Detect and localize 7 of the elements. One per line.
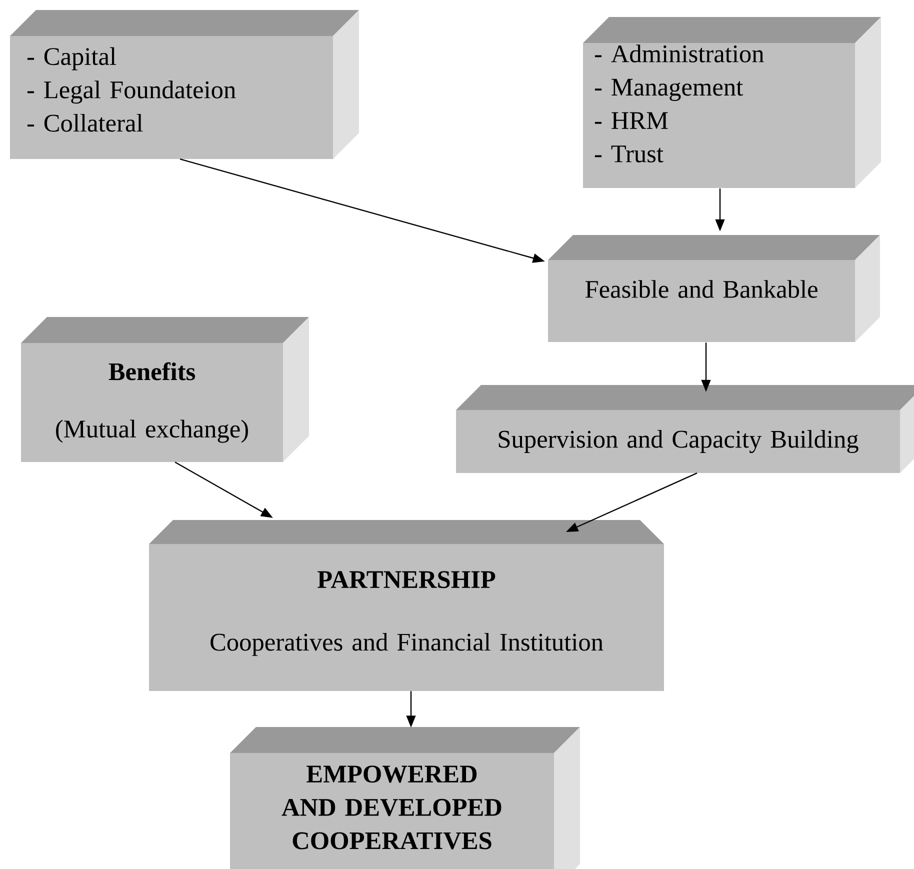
box: Supervision and Capacity Building bbox=[456, 385, 914, 473]
box: - Capital - Legal Foundateion - Collateral bbox=[10, 10, 359, 159]
box: - Administration - Management - HRM - Trust bbox=[583, 17, 881, 188]
box: Benefits (Mutual exchange) bbox=[21, 317, 309, 462]
box: EMPOWERED AND DEVELOPED COOPERATIVES bbox=[230, 727, 580, 869]
box: Feasible and Bankable bbox=[548, 235, 880, 342]
box: PARTNERSHIP Cooperatives and Financial Institution bbox=[149, 520, 664, 691]
